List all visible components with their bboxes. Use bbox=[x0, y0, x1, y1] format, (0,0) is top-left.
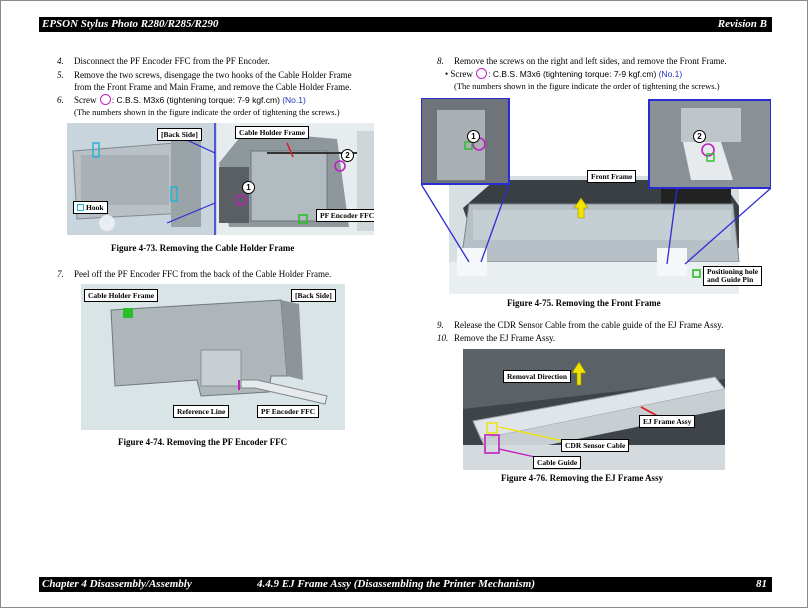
header-title: EPSON Stylus Photo R280/R285/R290 bbox=[42, 18, 219, 30]
label-hook: Hook bbox=[73, 201, 108, 214]
screw-circle-icon bbox=[99, 94, 111, 105]
figure-4-74-drawing bbox=[110, 299, 328, 405]
caption-figure-4-75: Figure 4-75. Removing the Front Frame bbox=[507, 298, 661, 308]
screw-order-2: 2 bbox=[341, 149, 354, 162]
label-cable-holder-frame: Cable Holder Frame bbox=[235, 126, 310, 139]
label-front-frame: Front Frame bbox=[587, 170, 637, 183]
caption-figure-4-74: Figure 4-74. Removing the PF Encoder FFC bbox=[118, 437, 288, 447]
label-pf-encoder-ffc: PF Encoder FFC bbox=[316, 209, 374, 222]
step-6-note: (The numbers shown in the figure indicat… bbox=[74, 107, 340, 117]
figure-4-75-drawing bbox=[421, 98, 771, 294]
label-ej-frame-assy: EJ Frame Assy bbox=[639, 415, 696, 428]
label-pf-encoder-ffc: PF Encoder FFC bbox=[257, 405, 320, 418]
footer-page-number: 81 bbox=[756, 578, 767, 590]
figure-4-76: Removal Direction EJ Frame Assy CDR Sens… bbox=[463, 349, 725, 470]
header-revision: Revision B bbox=[717, 18, 767, 30]
screw-order-2: 2 bbox=[693, 130, 706, 143]
step-8-screw: • Screw : C.B.S. M3x6 (tightening torque… bbox=[445, 68, 683, 79]
footer-chapter: Chapter 4 Disassembly/Assembly bbox=[42, 578, 192, 590]
hook-square-icon bbox=[77, 204, 84, 211]
caption-figure-4-73: Figure 4-73. Removing the Cable Holder F… bbox=[111, 243, 295, 253]
label-back-side: [Back Side] bbox=[291, 289, 336, 302]
figure-4-74: Cable Holder Frame [Back Side] Reference… bbox=[81, 284, 345, 430]
label-back-side: [Back Side] bbox=[157, 128, 202, 141]
label-cable-guide: Cable Guide bbox=[533, 456, 582, 469]
footer-section: 4.4.9 EJ Frame Assy (Disassembling the P… bbox=[257, 578, 535, 590]
step-8-note: (The numbers shown in the figure indicat… bbox=[454, 81, 720, 91]
figure-4-76-drawing bbox=[463, 349, 725, 470]
footer-bar: Chapter 4 Disassembly/Assembly 4.4.9 EJ … bbox=[39, 577, 772, 592]
screw-circle-icon bbox=[476, 68, 488, 79]
label-reference-line: Reference Line bbox=[173, 405, 230, 418]
header-bar: EPSON Stylus Photo R280/R285/R290 Revisi… bbox=[39, 17, 772, 32]
caption-figure-4-76: Figure 4-76. Removing the EJ Frame Assy bbox=[501, 473, 664, 483]
screw-order-1: 1 bbox=[467, 130, 480, 143]
label-cdr-sensor-cable: CDR Sensor Cable bbox=[561, 439, 630, 452]
figure-4-73: [Back Side] Hook Cable Holder Frame PF E… bbox=[67, 123, 374, 235]
label-removal-direction: Removal Direction bbox=[503, 370, 572, 383]
label-cable-holder-frame: Cable Holder Frame bbox=[84, 289, 159, 302]
screw-order-1: 1 bbox=[242, 181, 255, 194]
